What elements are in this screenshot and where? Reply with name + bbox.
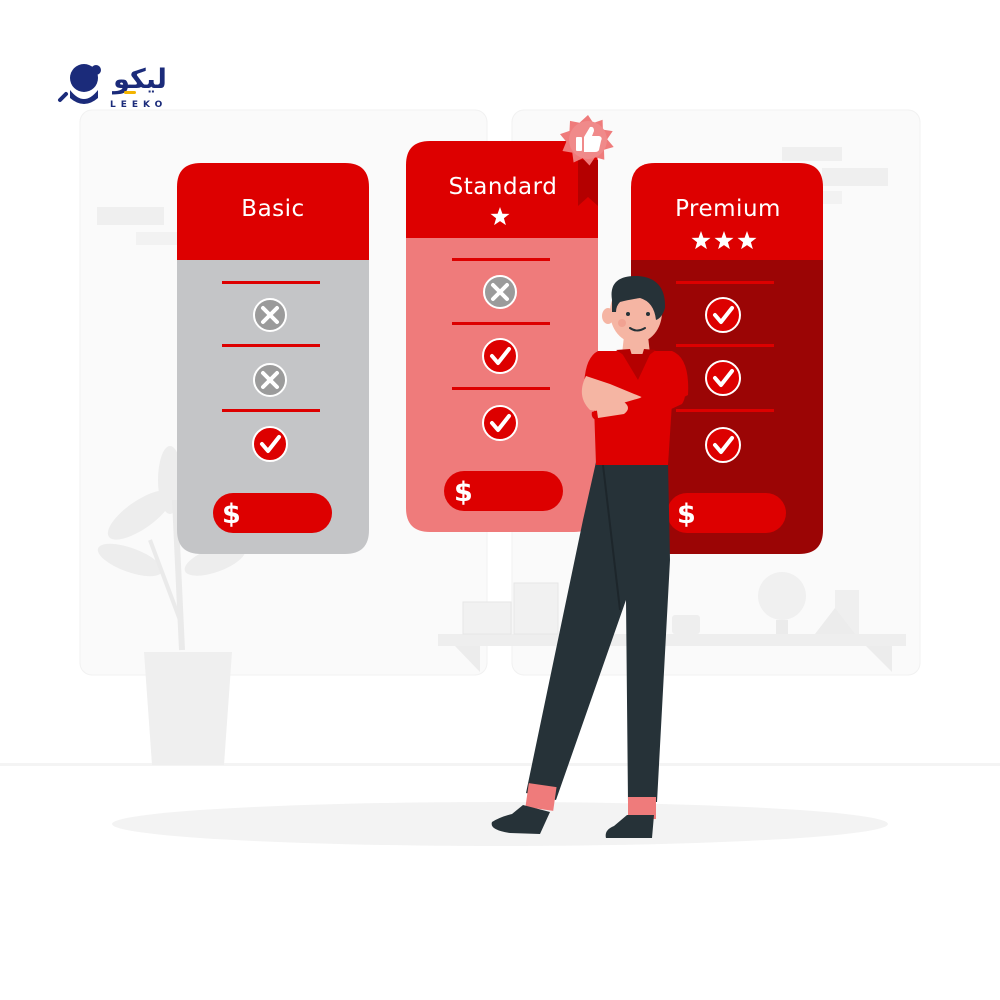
check-icon <box>705 297 741 333</box>
thumbs-up-icon <box>576 126 602 152</box>
cross-icon <box>253 298 287 332</box>
recommended-badge <box>560 115 614 206</box>
price-button-premium[interactable] <box>667 493 786 533</box>
plan-card-basic: Basic $ <box>177 163 369 554</box>
cross-icon <box>253 363 287 397</box>
logo-mascot-icon <box>70 64 98 92</box>
logo-latin-text: LEEKO <box>110 100 167 110</box>
star-icon <box>490 207 510 226</box>
check-icon <box>482 405 518 441</box>
plan-name-standard: Standard <box>449 174 558 200</box>
price-button-standard[interactable] <box>444 471 563 511</box>
check-icon <box>705 360 741 396</box>
leeko-logo: ليكو LEEKO <box>58 64 167 110</box>
check-icon <box>252 426 288 462</box>
logo-arabic-text: ليكو <box>111 64 167 95</box>
plan-card-premium: Premium $ <box>631 163 823 554</box>
price-symbol-standard: $ <box>454 477 473 508</box>
price-symbol-premium: $ <box>677 499 696 530</box>
check-icon <box>482 338 518 374</box>
star-icon <box>691 231 711 250</box>
person-illustration <box>491 275 689 838</box>
plan-name-basic: Basic <box>241 196 304 222</box>
star-icon <box>714 231 734 250</box>
price-symbol-basic: $ <box>222 499 241 530</box>
check-icon <box>705 427 741 463</box>
star-icon <box>737 231 757 250</box>
plan-card-standard: Standard $ <box>406 115 614 532</box>
price-button-basic[interactable] <box>213 493 332 533</box>
plan-name-premium: Premium <box>675 196 781 222</box>
cross-icon <box>483 275 517 309</box>
